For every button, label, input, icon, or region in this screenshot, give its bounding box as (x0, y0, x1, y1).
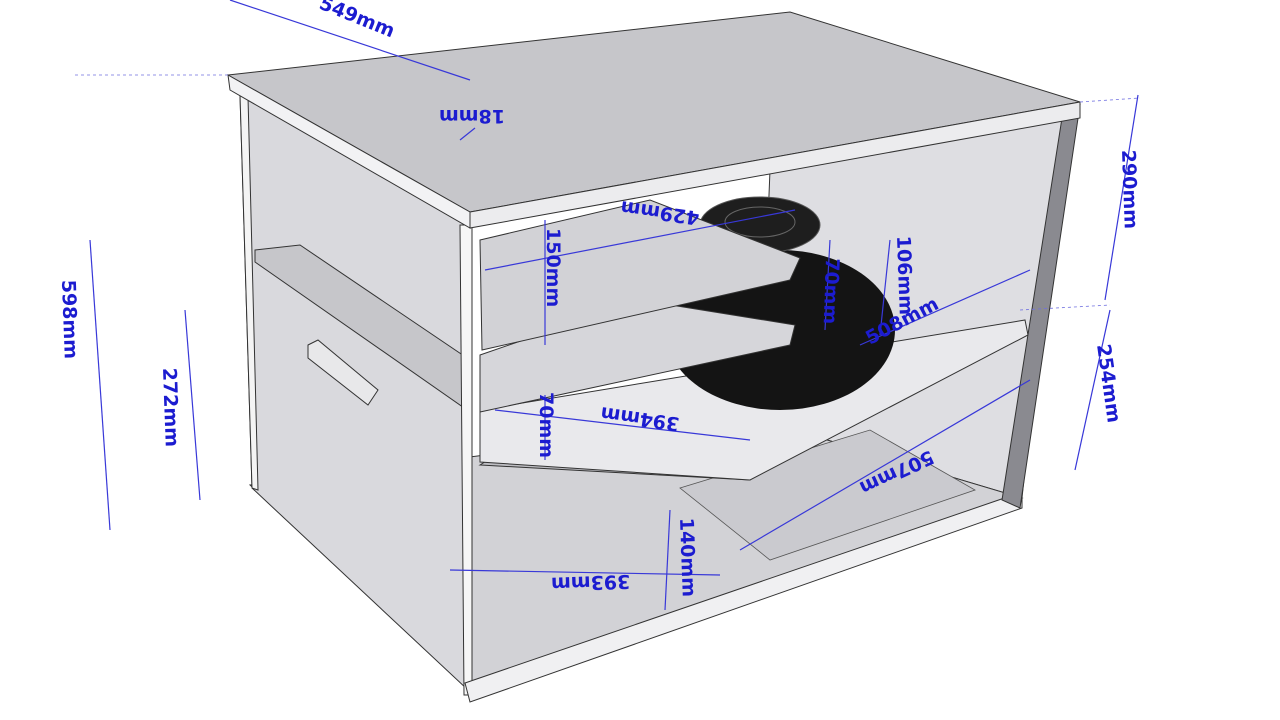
dimension-lines (75, 0, 1141, 611)
dim-total-height: 598mm (57, 279, 82, 359)
handle (307, 339, 379, 406)
dim-upper-gap: 150mm (542, 228, 564, 307)
dim-driver-depth: 70mm (819, 258, 843, 325)
dim-upper-height: 290mm (1117, 149, 1142, 229)
dim-lower-right-height: 254mm (1092, 343, 1125, 425)
bottom-front-edge (464, 491, 1023, 703)
dim-lower-gap: 70mm (535, 392, 557, 458)
dim-bottom-gap: 140mm (675, 517, 700, 597)
driver-magnet-ring (724, 206, 796, 238)
dim-driver-offset: 106mm (892, 235, 917, 315)
dim-bottom-width: 393mm (551, 570, 631, 595)
dim-top-depth: 549mm (316, 0, 398, 42)
top-right-edge (469, 101, 1081, 229)
dim-lower-height: 272mm (158, 367, 183, 447)
upper-shelf (479, 199, 801, 351)
dim-top-thickness: 18mm (439, 105, 505, 127)
